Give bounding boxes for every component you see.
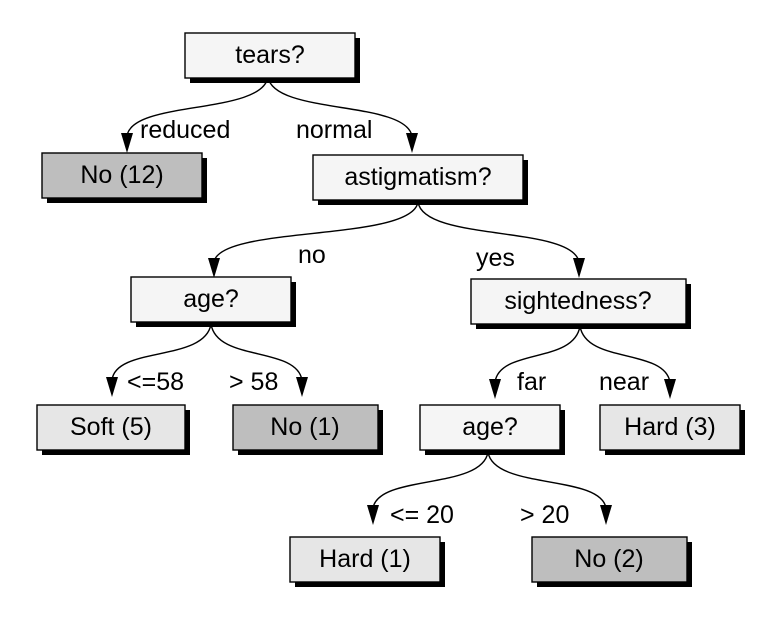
edge-no [213,201,419,263]
edge-gt20 [487,451,607,509]
edge-label-no: no [298,241,326,269]
node-hard-3: Hard (3) [599,404,745,455]
node-box [419,404,561,451]
edge-label-le20: <= 20 [390,501,454,529]
edge-label-far: far [517,368,546,396]
node-label-hard-1: Hard (1) [319,545,411,573]
node-label-astigmatism: astigmatism? [344,163,491,191]
edge-yes [417,201,580,263]
node-no-2: No (2) [531,536,692,587]
node-box [184,32,356,79]
edge-label-le58: <=58 [127,368,184,396]
node-box [232,404,379,451]
edge-le20-arrowhead [367,505,379,525]
node-astigmatism: astigmatism? [312,154,528,205]
node-box [130,276,292,323]
edge-label-gt58: > 58 [229,368,278,396]
edge-gt58 [210,323,303,381]
edge-label-reduced: reduced [140,116,230,144]
node-tears: tears? [184,32,360,83]
edge-normal-arrowhead [406,133,418,153]
node-hard-1: Hard (1) [289,536,445,587]
node-no-1: No (1) [232,404,383,455]
node-box [470,278,687,325]
edge-far-arrowhead [489,379,501,399]
edge-reduced [126,76,269,137]
node-label-soft-5: Soft (5) [70,413,152,441]
node-label-hard-3: Hard (3) [624,413,716,441]
edge-le20 [372,451,489,509]
node-soft-5: Soft (5) [36,404,190,455]
edge-label-gt20: > 20 [520,501,569,529]
edge-label-yes: yes [476,244,515,272]
node-label-age-2: age? [462,413,518,441]
node-label-tears: tears? [235,41,304,69]
edge-normal [267,76,413,137]
edge-near-arrowhead [664,379,676,399]
node-label-no-2: No (2) [574,545,643,573]
node-no-12: No (12) [41,152,207,203]
edge-label-normal: normal [296,116,372,144]
edge-yes-arrowhead [573,258,585,278]
edge-gt20-arrowhead [600,505,612,525]
node-label-no-12: No (12) [80,161,163,189]
node-age-1: age? [130,276,296,327]
node-label-sightedness: sightedness? [504,287,651,315]
node-box [531,536,688,583]
edge-reduced-arrowhead [121,133,133,153]
edge-le58 [111,323,212,381]
edge-no-arrowhead [208,258,220,278]
node-sightedness: sightedness? [470,278,691,329]
node-box [36,404,186,451]
node-label-no-1: No (1) [270,413,339,441]
edges [106,76,676,525]
edge-label-near: near [599,368,649,396]
edge-gt58-arrowhead [296,377,308,397]
node-box [41,152,203,199]
node-box [312,154,524,201]
node-age-2: age? [419,404,565,455]
node-box [599,404,741,451]
edge-labels: reduced normal no yes <=58 > 58 far near… [127,116,649,529]
node-label-age-1: age? [183,285,239,313]
edge-far [494,325,581,383]
node-box [289,536,441,583]
edge-near [579,325,671,383]
edge-le58-arrowhead [106,377,118,397]
